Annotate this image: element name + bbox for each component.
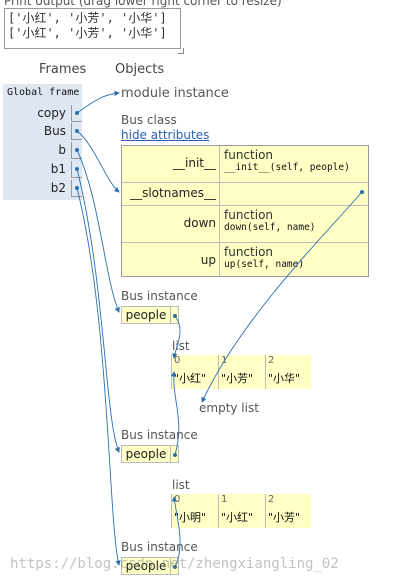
watermark: https://blog.csdn.net/zhengxiangling_02 [10, 556, 339, 572]
var-b: b [58, 143, 66, 157]
arrow-b1 [76, 168, 120, 453]
var-slot [71, 105, 82, 122]
attr-value: function__init__(self, people) [224, 148, 350, 173]
class-row-init: __init__ function__init__(self, people) [122, 146, 368, 183]
arrow-b2 [76, 187, 121, 566]
var-b2: b2 [50, 181, 66, 195]
list-cell: 1"小芳" [218, 355, 264, 389]
var-slot [71, 161, 82, 178]
empty-list-label: empty list [199, 401, 259, 415]
attr-name: __init__ [122, 146, 220, 182]
var-slot [71, 142, 82, 159]
var-copy: copy [37, 106, 66, 120]
list-title: list [172, 339, 190, 353]
objects-header: Objects [115, 62, 165, 77]
attr-name: __slotnames__ [122, 183, 220, 205]
class-row-slotnames: __slotnames__ [122, 183, 368, 206]
var-slot [71, 123, 82, 140]
list-cell: 0"小明" [171, 494, 217, 528]
var-b1: b1 [50, 162, 66, 176]
list-cell: 1"小红" [218, 494, 264, 528]
instance-attr: people [122, 558, 171, 574]
instance-attr: people [122, 446, 171, 462]
list-title: list [172, 478, 190, 492]
bus-instance-title: Bus instance [121, 428, 198, 442]
var-bus: Bus [43, 124, 66, 138]
list-box: 0"小明" 1"小红" 2"小芳" [171, 493, 311, 528]
instance-attr: people [122, 307, 171, 323]
attr-name: down [122, 206, 220, 242]
bus-instance-box: people [121, 445, 179, 463]
arrow-bus [76, 130, 120, 193]
print-output-box[interactable]: ['小红', '小芳', '小华'] ['小红', '小芳', '小华'] [4, 8, 181, 49]
list-box: 0"小红" 1"小芳" 2"小华" [171, 354, 311, 389]
global-frame-title: Global frame [7, 87, 80, 98]
print-output-label: Print output (drag lower right corner to… [4, 0, 282, 8]
print-line: ['小红', '小芳', '小华'] [8, 26, 167, 40]
hide-attributes-link[interactable]: hide attributes [121, 128, 210, 142]
bus-instance-title: Bus instance [121, 540, 198, 554]
attr-name: up [122, 243, 220, 277]
list-cell: 0"小红" [171, 355, 217, 389]
arrow-b [76, 149, 120, 313]
frames-header: Frames [39, 62, 87, 77]
print-line: ['小红', '小芳', '小华'] [8, 11, 167, 25]
global-frame [3, 84, 82, 200]
list-cell: 2"小华" [265, 355, 311, 389]
bus-class-box: __init__ function__init__(self, people) … [121, 145, 369, 277]
bus-instance-box: people [121, 306, 179, 324]
arrow-copy [76, 90, 120, 114]
resize-handle-icon[interactable] [178, 48, 184, 54]
bus-instance-title: Bus instance [121, 289, 198, 303]
bus-class-title: Bus class [121, 113, 177, 127]
module-instance-label: module instance [121, 86, 229, 101]
var-slot [71, 180, 82, 197]
list-cell: 2"小芳" [265, 494, 311, 528]
